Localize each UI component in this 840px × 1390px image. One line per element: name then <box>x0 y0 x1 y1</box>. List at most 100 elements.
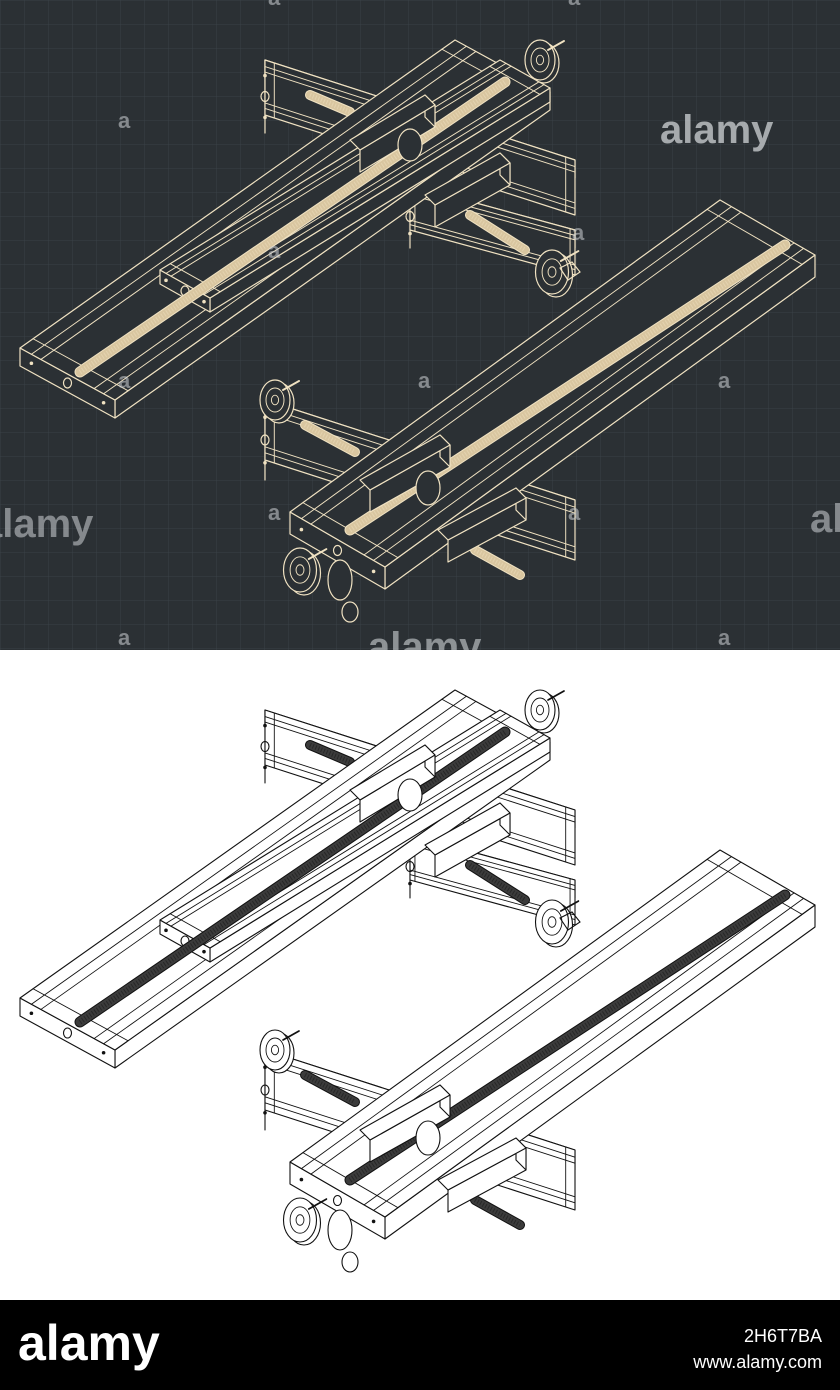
rail-crossbar <box>489 715 541 745</box>
end-hole <box>260 90 270 103</box>
watermark-mark: a <box>568 0 581 10</box>
lead-nut <box>397 128 423 162</box>
handwheel-icon <box>259 379 291 421</box>
cross-lead-screw <box>301 1071 359 1106</box>
long-rail-frame <box>289 199 816 590</box>
lead-nut <box>415 470 441 506</box>
watermark-text: alamy <box>660 108 774 152</box>
rail-crossbar <box>489 65 541 95</box>
blueprint-assembly-upper <box>19 39 581 419</box>
rail-groove <box>203 734 545 946</box>
watermark-text-left: alamy <box>0 502 94 546</box>
long-rail-frame <box>19 689 551 1069</box>
rail-groove <box>170 65 512 277</box>
bolt <box>299 1177 304 1182</box>
rail-groove <box>170 715 512 927</box>
handwheel-inner <box>530 47 550 73</box>
end-hole <box>332 1194 343 1207</box>
handwheel-inner <box>265 387 285 413</box>
cross-lead-screw-thread <box>303 422 357 455</box>
cross-lead-screw-2-thread <box>473 1197 522 1228</box>
watermark-text-right: alamy <box>810 497 840 541</box>
cross-lead-screw-2-thread <box>468 212 527 253</box>
watermark-mark: a <box>718 625 731 650</box>
cross-lead-screw-2-thread <box>473 547 522 578</box>
rail-groove <box>30 695 467 1005</box>
line-drawing-panel <box>0 650 840 1300</box>
bolt <box>164 278 168 283</box>
image-id: 2H6T7BA <box>744 1326 822 1346</box>
rail-groove <box>165 62 507 274</box>
cross-lead-screw <box>306 741 354 766</box>
watermark-mark: a <box>118 368 131 393</box>
watermark-mark: a <box>268 0 281 10</box>
nut-icon <box>559 261 581 281</box>
cross-lead-screw-2 <box>471 1196 524 1229</box>
handwheel-handle <box>307 548 328 560</box>
handwheel-inner <box>541 908 563 936</box>
bolt <box>164 928 168 933</box>
bolt <box>263 73 267 78</box>
saddle-block-top <box>359 434 451 491</box>
watermark-mark: a <box>418 368 431 393</box>
rail-groove <box>40 50 477 360</box>
lead-nut <box>397 778 423 812</box>
rail-groove <box>300 206 732 520</box>
watermark-mark: a <box>718 368 731 393</box>
bolt <box>299 527 304 532</box>
saddle-block-top <box>349 744 436 801</box>
watermark-mark: a <box>118 625 131 650</box>
footer-logo: alamy <box>18 1315 160 1371</box>
bolt <box>263 115 267 120</box>
cross-lead-screw-thread <box>309 92 351 115</box>
rail-groove <box>30 45 467 355</box>
handwheel-icon <box>282 547 318 593</box>
saddle-block-2-top <box>424 802 511 856</box>
end-hole <box>405 210 415 223</box>
rail-groove <box>203 84 545 296</box>
rail-groove <box>300 856 732 1170</box>
rail-groove <box>40 701 477 1010</box>
handwheel-hub <box>295 564 305 576</box>
handwheel-icon <box>524 689 556 731</box>
handwheel-hub <box>295 1214 305 1226</box>
handwheel-handle <box>307 1198 328 1210</box>
line-assembly-upper <box>19 689 581 1069</box>
bolt <box>263 723 267 728</box>
handwheel-handle <box>282 1030 300 1041</box>
rail-groove <box>363 892 795 1206</box>
handwheel-hub <box>547 266 557 278</box>
bolt <box>101 1050 106 1055</box>
long-rail-frame <box>19 39 551 419</box>
watermark-marks: aaaaaaaaaaaa <box>118 0 731 650</box>
rail-groove <box>363 242 795 556</box>
footer-bar: alamy 2H6T7BA www.alamy.com <box>0 1300 840 1390</box>
watermark-mark: a <box>268 500 281 525</box>
handwheel-handle <box>547 690 565 701</box>
bolt <box>263 765 267 770</box>
line-assembly-lower <box>259 849 816 1273</box>
end-hole <box>405 860 415 873</box>
pulley-small-icon <box>341 601 359 623</box>
nut-icon <box>559 911 581 931</box>
bolt <box>202 299 206 304</box>
handwheel-hub <box>547 916 557 928</box>
handwheel-hub <box>535 54 545 66</box>
watermark-mark: a <box>118 108 131 133</box>
rail-groove <box>373 247 805 561</box>
cross-lead-screw-2 <box>466 861 529 904</box>
handwheel-hub <box>270 1044 280 1056</box>
saddle-block-top <box>349 94 436 151</box>
cross-lead-screw-thread <box>309 742 351 765</box>
pulley-small-icon <box>341 1251 359 1273</box>
bolt <box>371 1219 376 1224</box>
bolt <box>408 231 412 236</box>
handwheel-icon <box>259 1029 291 1071</box>
watermark-logo: alamy alamy alamy alamy <box>0 108 840 669</box>
saddle-block-top <box>359 1084 451 1141</box>
watermark-mark: a <box>568 500 581 525</box>
handwheel-inner <box>289 556 311 584</box>
end-hole <box>62 1027 73 1039</box>
saddle-block-2-top <box>437 487 527 541</box>
handwheel-icon <box>534 899 570 945</box>
